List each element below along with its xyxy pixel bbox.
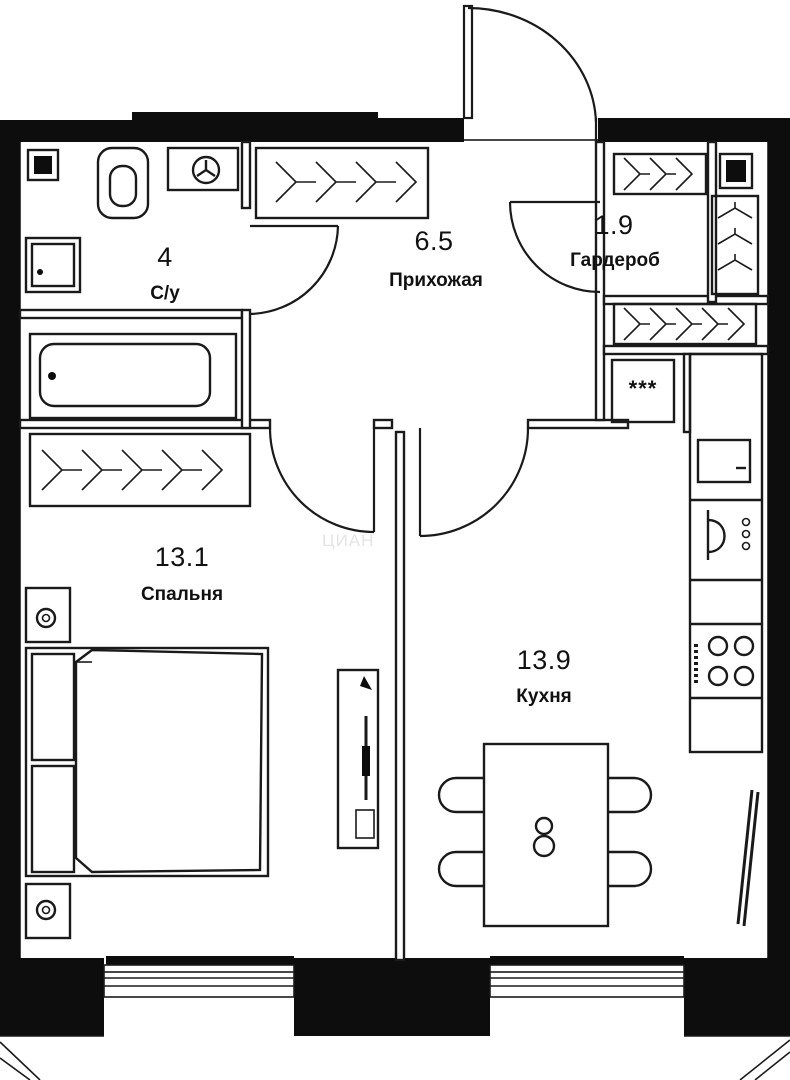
bedroom-door [268, 427, 376, 534]
exterior-walls [0, 112, 790, 1036]
bathroom-fixtures [24, 146, 240, 420]
bathroom-area: 4 [157, 242, 173, 272]
kitchen-door [418, 427, 530, 538]
kitchen-area: 13.9 [516, 645, 572, 675]
bathroom-door [249, 224, 340, 316]
hall-name: Прихожая [389, 270, 483, 291]
wardrobe-door [508, 200, 601, 294]
utility-cabinet-label: *** [628, 376, 658, 401]
bathroom-name: С/у [150, 283, 180, 304]
kitchen-radiator [736, 789, 760, 927]
bed [24, 646, 270, 878]
hall-area: 6.5 [414, 226, 454, 256]
entrance-door [462, 4, 598, 142]
dining-table [437, 742, 653, 928]
wardrobe-shelves [610, 152, 760, 424]
bedroom-name: Спальня [140, 584, 224, 605]
watermark: ЦИАН [322, 531, 375, 550]
bottom-windows [0, 964, 790, 1080]
wardrobe-area: 1.9 [594, 210, 634, 240]
kitchen-name: Кухня [516, 686, 572, 707]
nightstands [24, 586, 72, 940]
bedroom-closet [28, 432, 252, 508]
hall-closet [254, 146, 430, 220]
tv-stand [336, 668, 380, 850]
kitchen-counter [688, 352, 764, 754]
bedroom-area: 13.1 [154, 542, 210, 572]
wardrobe-name: Гардероб [570, 250, 660, 271]
